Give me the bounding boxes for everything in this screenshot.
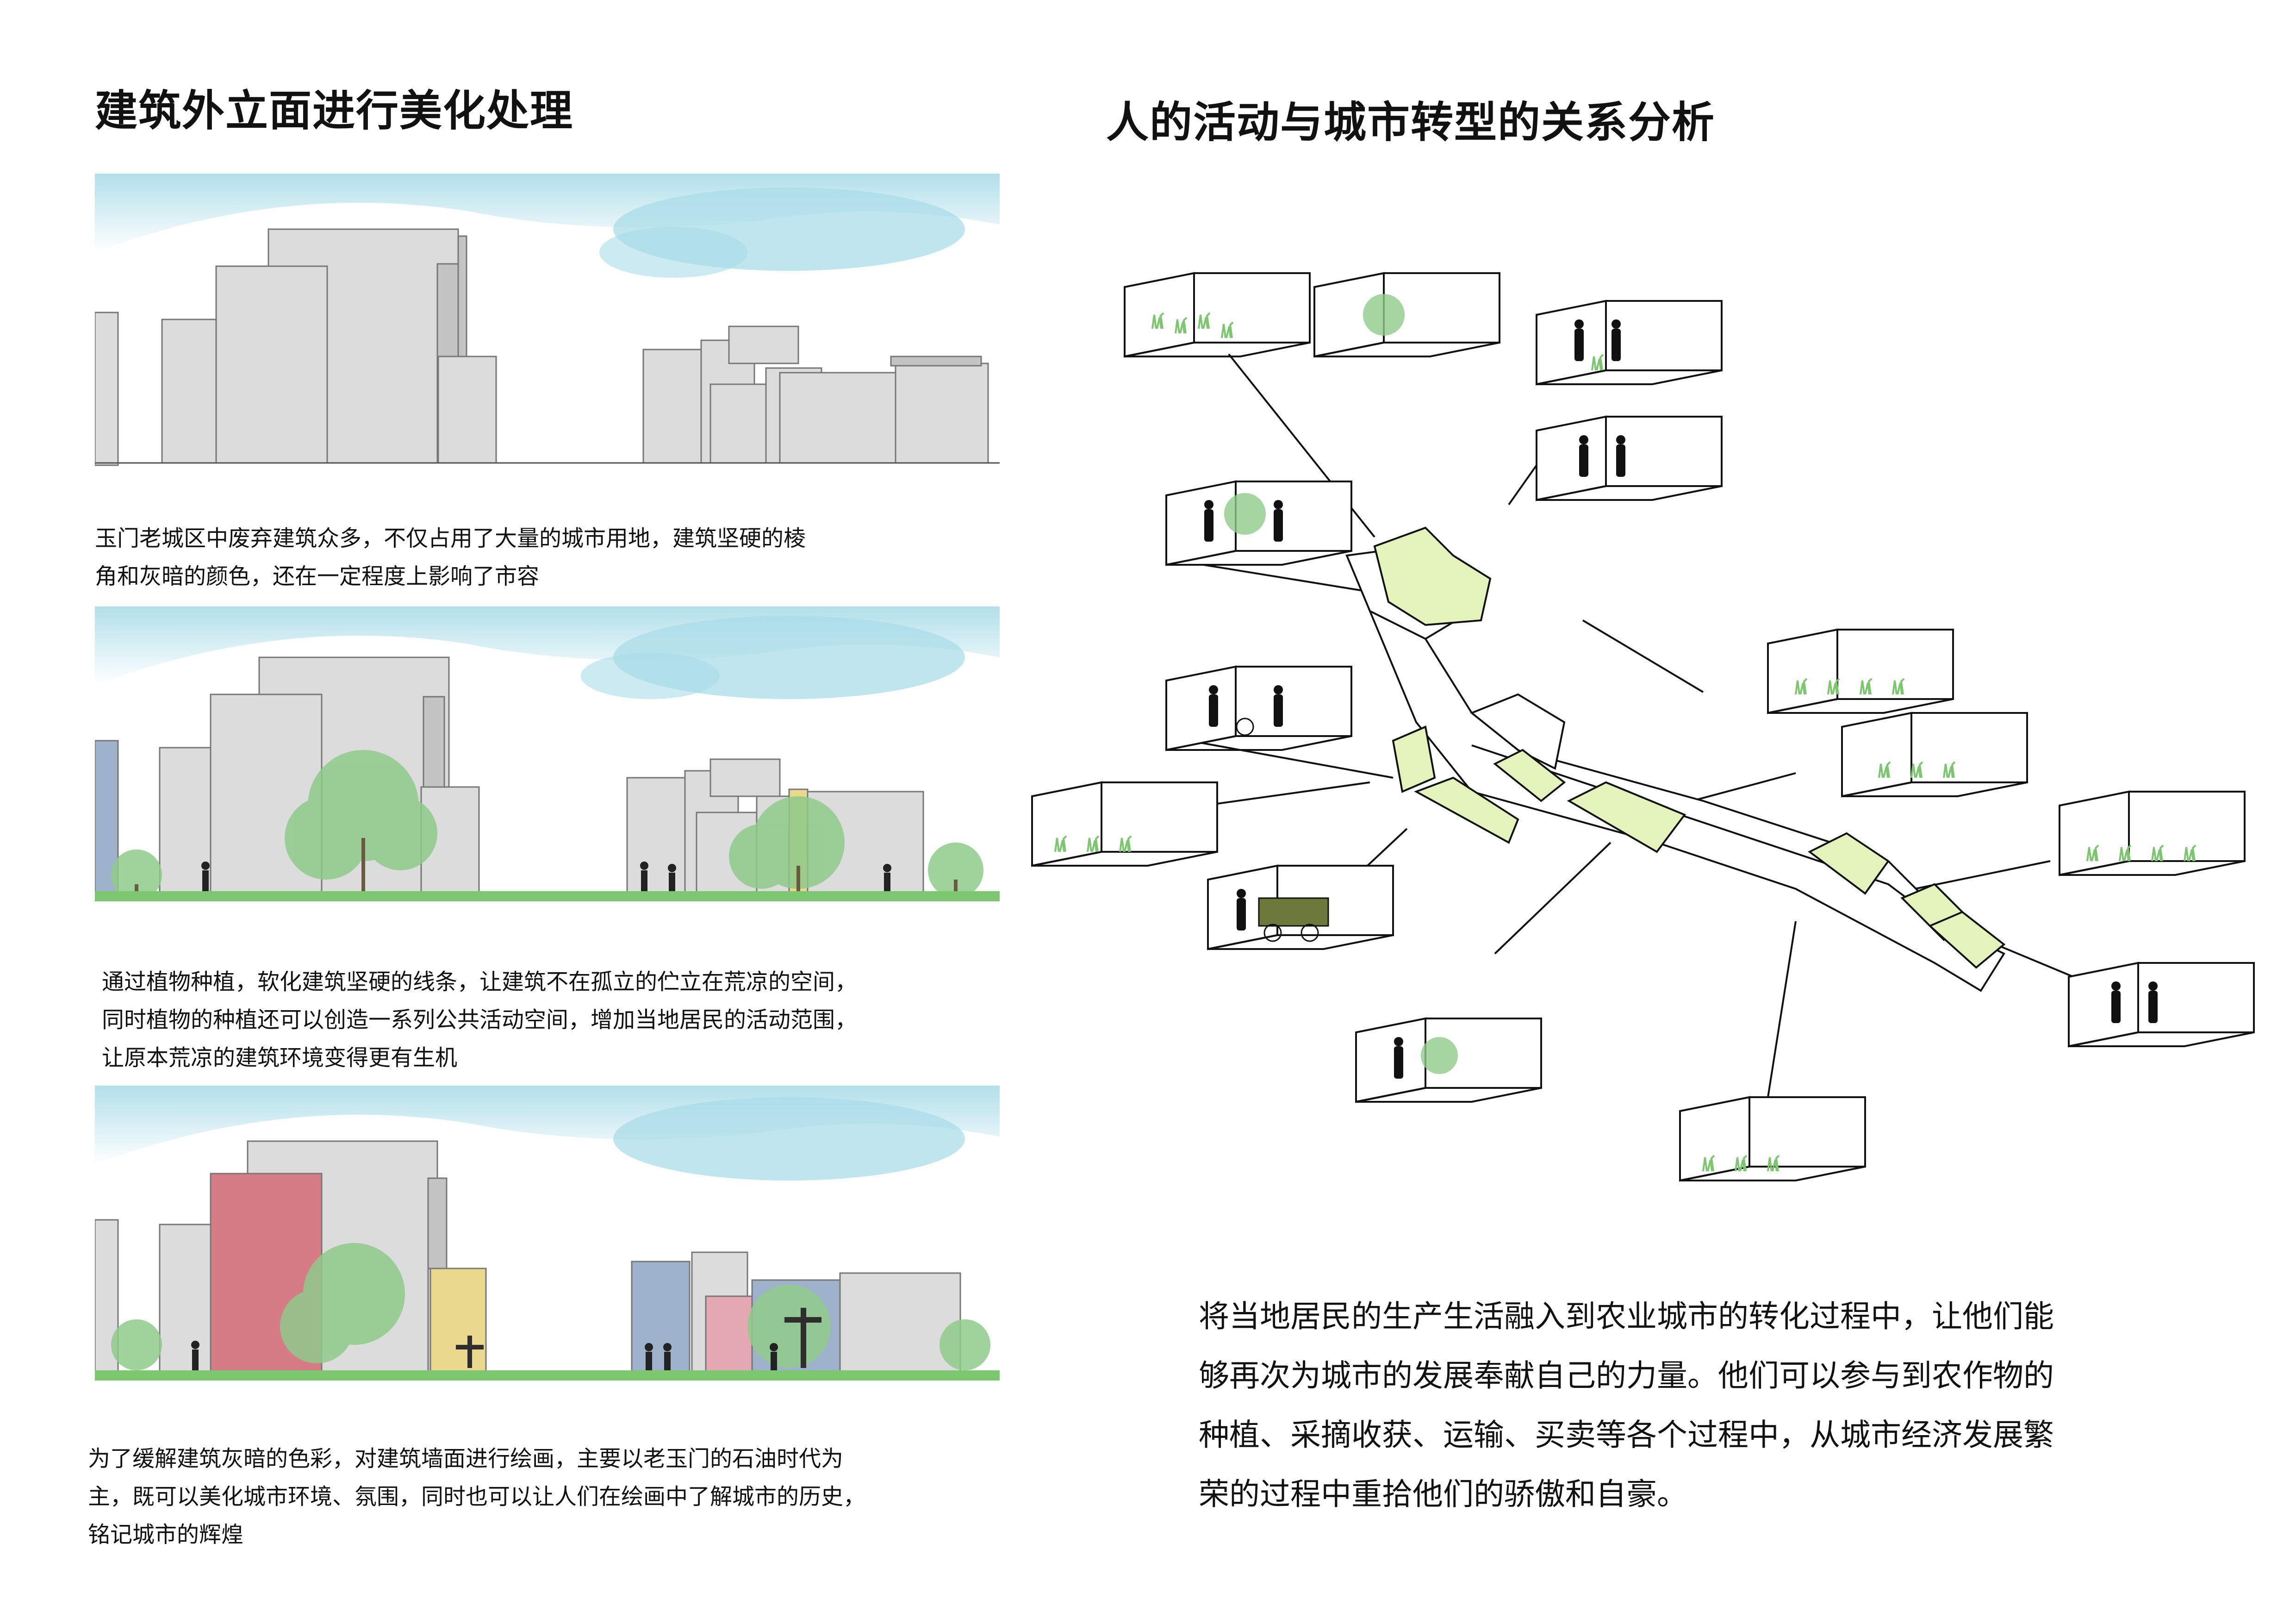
panel-1-caption-line-1: 玉门老城区中废弃建筑众多，不仅占用了大量的城市用地，建筑坚硬的棱 <box>95 525 806 551</box>
room-box-icon-12 <box>2068 962 2255 1047</box>
room-box-icon-3 <box>1536 300 1723 385</box>
people <box>201 862 891 896</box>
panel-2-caption-line-3: 让原本荒凉的建筑环境变得更有生机 <box>102 1045 458 1071</box>
room-box-icon-11 <box>1207 865 1394 950</box>
panel-3-caption-line-3: 铭记城市的辉煌 <box>88 1522 244 1548</box>
room-box-icon-7 <box>1165 666 1352 751</box>
right-paragraph-line-1: 将当地居民的生产生活融入到农业城市的转化过程中，让他们能 <box>1199 1299 2054 1334</box>
panel-3-caption-line-1: 为了缓解建筑灰暗的色彩，对建筑墙面进行绘画，主要以老玉门的石油时代为 <box>88 1446 844 1472</box>
panel-3-scene <box>95 1086 1000 1380</box>
room-box-icon-9 <box>1031 781 1218 867</box>
panel-1-caption-line-2: 角和灰暗的颜色，还在一定程度上影响了市容 <box>95 563 540 589</box>
right-paragraph-line-3: 种植、采摘收获、运输、买卖等各个过程中，从城市经济发展繁 <box>1199 1417 2054 1453</box>
room-box-icon-1 <box>1124 272 1311 357</box>
room-box-icon-5 <box>1165 481 1352 566</box>
oil-pumps <box>456 1308 821 1368</box>
right-paragraph-line-4: 荣的过程中重拾他们的骄傲和自豪。 <box>1199 1476 1687 1512</box>
room-box-icon-8 <box>1841 712 2028 797</box>
trees <box>111 1243 990 1370</box>
right-paragraph-line-2: 够再次为城市的发展奉献自己的力量。他们可以参与到农作物的 <box>1199 1358 2054 1393</box>
room-box-icon-13 <box>1355 1018 1542 1103</box>
room-box-icon-14 <box>1679 1096 1866 1181</box>
room-box-icon-6 <box>1767 629 1954 714</box>
panel-2-scene <box>95 606 1000 901</box>
highlighted-blocks <box>1373 526 2006 969</box>
room-box-icon-4 <box>1536 416 1723 501</box>
trees <box>111 750 983 900</box>
panel-2-caption-line-1: 通过植物种植，软化建筑坚硬的线条，让建筑不在孤立的伫立在荒凉的空间， <box>102 969 858 995</box>
left-title: 建筑外立面进行美化处理 <box>95 86 574 136</box>
right-title: 人的活动与城市转型的关系分析 <box>1106 98 1716 147</box>
buildings <box>95 228 989 466</box>
panel-3-caption-line-2: 主，既可以美化城市环境、氛围，同时也可以让人们在绘画中了解城市的历史， <box>88 1484 866 1510</box>
room-box-icon-2 <box>1313 272 1500 357</box>
panel-1-original-facades <box>95 174 1000 507</box>
panel-2-planting <box>95 606 1000 940</box>
room-box-icon-10 <box>2059 791 2246 876</box>
panel-1-scene <box>95 174 1000 466</box>
grass-strip <box>95 891 1000 901</box>
panel-3-murals <box>95 1086 1000 1419</box>
people <box>191 1341 778 1375</box>
activity-relationship-diagram <box>1031 272 2255 1181</box>
panel-2-caption-line-2: 同时植物的种植还可以创造一系列公共活动空间，增加当地居民的活动范围， <box>102 1007 858 1033</box>
